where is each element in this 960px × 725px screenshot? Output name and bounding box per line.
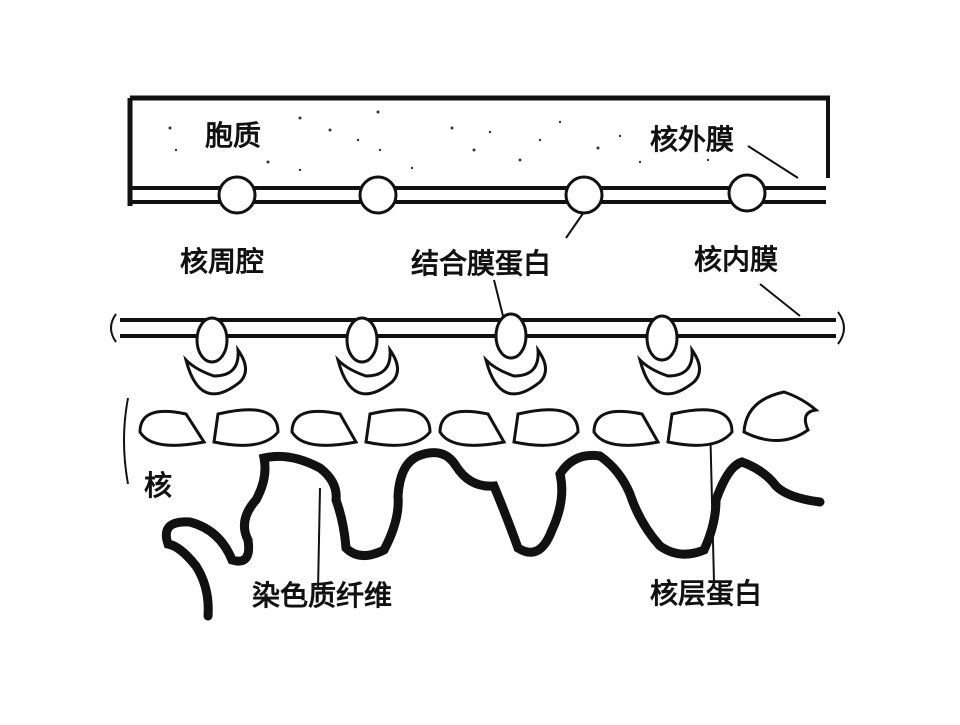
leader-chromatin <box>317 487 321 591</box>
inner-membrane-cap <box>110 313 117 343</box>
outer-protein <box>217 175 257 215</box>
lamina-unit <box>290 316 432 447</box>
lamina-unit <box>438 312 580 447</box>
outer-protein <box>727 173 767 213</box>
label-perinuclear-space: 核周腔 <box>180 245 265 278</box>
inner-membrane-cap <box>837 311 845 345</box>
leader-binding-protein-bottom <box>493 279 505 321</box>
leader-inner-membrane <box>759 283 801 317</box>
outer-protein <box>564 175 604 215</box>
inner-nuclear-membrane <box>120 318 836 338</box>
label-chromatin-fiber: 染色质纤维 <box>252 579 393 612</box>
label-cytoplasm: 胞质 <box>205 119 262 152</box>
label-outer-membrane: 核外膜 <box>650 123 735 156</box>
outer-membrane-proteins <box>217 173 767 215</box>
label-lamin: 核层蛋白 <box>650 577 763 610</box>
chromatin-fiber <box>161 448 825 621</box>
label-membrane-binding-protein: 结合膜蛋白 <box>411 247 552 280</box>
lamina-unit <box>138 316 280 447</box>
leader-binding-protein-top <box>565 211 585 239</box>
lamina-lobe-edge <box>742 390 820 442</box>
label-inner-membrane: 核内膜 <box>694 243 779 276</box>
lamina-units <box>138 312 820 447</box>
outer-protein <box>358 175 398 215</box>
label-nucleus: 核 <box>144 469 173 502</box>
lamina-unit <box>592 314 734 447</box>
nucleus-bracket <box>123 397 129 485</box>
cytoplasm-speckles <box>168 110 710 172</box>
leader-outer-membrane <box>747 145 799 179</box>
